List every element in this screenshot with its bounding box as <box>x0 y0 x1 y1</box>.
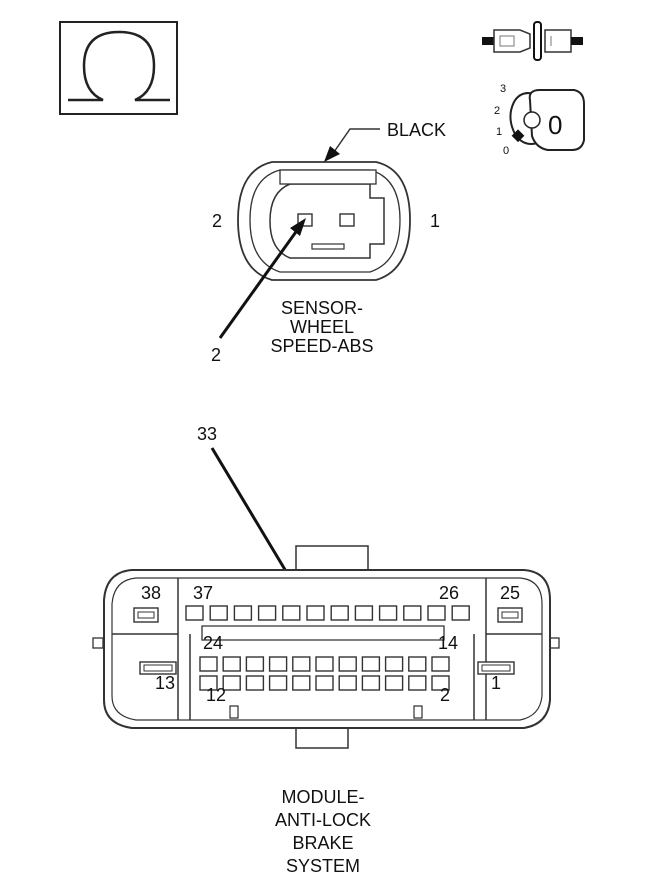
module-pin-26-label: 26 <box>439 583 459 603</box>
module-cavity-35 <box>233 605 253 621</box>
module-name-line-3: BRAKE <box>292 833 353 853</box>
module-cavity-28 <box>403 605 422 621</box>
module-cavity-22 <box>245 656 265 672</box>
key-position-3: 3 <box>500 83 506 95</box>
module-cavity-16 <box>384 656 404 672</box>
module-cavity-row-37-26 <box>185 605 470 621</box>
module-cavity-29 <box>378 605 398 621</box>
module-cavity-18 <box>338 656 357 672</box>
module-cavity-row-24-14 <box>199 656 450 672</box>
module-cavity-7 <box>315 675 334 691</box>
module-pin-25-label: 25 <box>500 583 520 603</box>
sensor-name-line-2: WHEEL <box>290 317 354 337</box>
module-cavity-3 <box>408 675 427 691</box>
disconnect-connector-icon <box>482 21 583 61</box>
module-pin-24-label: 24 <box>203 633 223 653</box>
module-callout-pin: 33 <box>197 424 217 444</box>
key-position-2: 2 <box>494 105 500 117</box>
key-label: 0 <box>548 110 562 140</box>
sensor-name-line-1: SENSOR- <box>281 298 363 318</box>
key-position-1: 1 <box>496 126 502 138</box>
module-cavity-27 <box>427 605 446 621</box>
sensor-callout-pin: 2 <box>211 345 221 365</box>
module-cavity-23 <box>222 656 241 672</box>
sensor-name-line-3: SPEED-ABS <box>270 336 373 356</box>
module-cavity-24 <box>199 656 218 672</box>
module-cavity-5 <box>361 675 381 691</box>
module-name-line-4: SYSTEM <box>286 856 360 876</box>
module-cavity-15 <box>408 656 427 672</box>
module-cavity-row-12-2 <box>199 675 450 691</box>
module-pin-1-label: 1 <box>491 673 501 693</box>
module-cavity-19 <box>315 656 334 672</box>
module-cavity-20 <box>292 656 311 672</box>
module-name-line-1: MODULE- <box>281 787 364 807</box>
module-cavity-14 <box>431 656 450 672</box>
module-cavity-9 <box>268 675 288 691</box>
module-cavity-12 <box>199 675 218 691</box>
module-cavity-10 <box>245 675 265 691</box>
module-cavity-17 <box>361 656 381 672</box>
sensor-cavity-1 <box>339 213 355 227</box>
key-position-0: 0 <box>503 145 509 157</box>
ignition-key-icon: 3 2 1 0 0 <box>494 83 585 157</box>
module-pin-38-label: 38 <box>141 583 161 603</box>
module-cavity-4 <box>384 675 404 691</box>
module-cavity-32 <box>306 605 325 621</box>
sensor-connector <box>237 161 411 281</box>
module-pin-12-label: 12 <box>206 685 226 705</box>
module-cavity-36 <box>209 605 228 621</box>
wire-color-label: BLACK <box>387 120 446 140</box>
module-cavity-26 <box>451 605 470 621</box>
module-pin-13-label: 13 <box>155 673 175 693</box>
module-cavity-30 <box>354 605 374 621</box>
module-cavity-2 <box>431 675 450 691</box>
module-pin-14-label: 14 <box>438 633 458 653</box>
module-cavity-37 <box>185 605 204 621</box>
sensor-pin-1-label: 1 <box>430 211 440 231</box>
module-connector <box>92 545 560 749</box>
module-pin-2-label: 2 <box>440 685 450 705</box>
module-cavity-8 <box>292 675 311 691</box>
module-name-line-2: ANTI-LOCK <box>275 810 371 830</box>
module-pin-37-label: 37 <box>193 583 213 603</box>
module-cavity-33 <box>282 605 301 621</box>
module-cavity-21 <box>268 656 288 672</box>
module-cavity-6 <box>338 675 357 691</box>
module-cavity-31 <box>330 605 349 621</box>
ohmmeter-icon <box>59 21 178 115</box>
sensor-pin-2-label: 2 <box>212 211 222 231</box>
module-cavity-11 <box>222 675 241 691</box>
module-cavity-34 <box>257 605 277 621</box>
